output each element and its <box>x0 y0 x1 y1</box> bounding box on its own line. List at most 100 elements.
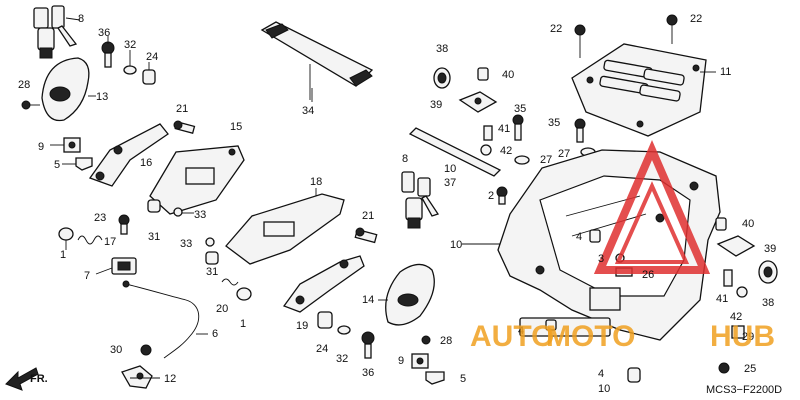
diagram-code: MCS3−F2200D <box>706 384 782 396</box>
latch-part-7 <box>95 257 137 275</box>
callout-5-right: 5 <box>460 373 466 385</box>
bracket-part-39-top <box>458 91 498 113</box>
screw-part-23 <box>118 214 130 235</box>
callout-33-upper: 33 <box>194 209 206 221</box>
screw-part-22-left <box>574 24 586 58</box>
callout-42-top: 42 <box>500 145 512 157</box>
callout-23: 23 <box>94 212 106 224</box>
callout-8-upper: 8 <box>78 13 84 25</box>
watermark-text-hub: HUB <box>710 320 775 353</box>
callout-42-right: 42 <box>730 311 742 323</box>
cable-part-6 <box>122 280 200 359</box>
callout-33-lower: 33 <box>180 238 192 250</box>
callout-10-lower: 10 <box>598 383 610 395</box>
callout-12: 12 <box>164 373 176 385</box>
nut-part-4-mid <box>589 229 601 243</box>
callout-21-lower: 21 <box>362 210 374 222</box>
washer-part-27-top <box>514 155 530 165</box>
screw-part-28-left <box>21 100 40 110</box>
callout-7: 7 <box>84 270 90 282</box>
plate-part-9-left <box>50 137 81 153</box>
collar-part-31-upper <box>147 199 161 213</box>
callout-39-top: 39 <box>430 99 442 111</box>
callout-3: 3 <box>598 253 604 265</box>
callout-2: 2 <box>488 190 494 202</box>
spring-part-17 <box>77 235 103 245</box>
callout-35-top: 35 <box>514 103 526 115</box>
screw-part-22-right <box>666 14 678 44</box>
bolt-part-35-mid <box>574 118 586 143</box>
cap-part-40-right <box>715 217 727 231</box>
bolt-part-41-top <box>483 125 493 141</box>
callout-20: 20 <box>216 303 228 315</box>
watermark-logo <box>593 139 711 274</box>
leader-lines <box>130 71 716 379</box>
callout-22-left: 22 <box>550 23 562 35</box>
bolt-part-41-right <box>723 269 733 287</box>
bolt-part-21-lower <box>354 227 378 244</box>
callout-4-lower: 4 <box>518 325 524 337</box>
watermark-text-auto: AUTO <box>470 320 554 353</box>
callout-31-lower: 31 <box>206 266 218 278</box>
callout-31-upper: 31 <box>148 231 160 243</box>
callout-24-lower: 24 <box>316 343 328 355</box>
strap-part-34 <box>260 21 374 100</box>
grommet-part-1-center <box>236 287 252 301</box>
cap-part-38-right <box>758 260 778 284</box>
collar-part-10-lower <box>627 367 641 383</box>
cap-part-38-top <box>433 67 451 89</box>
callout-16: 16 <box>140 157 152 169</box>
callout-1-center: 1 <box>240 318 246 330</box>
watermark-text-moto: MOTO <box>546 320 635 353</box>
callout-40-right: 40 <box>742 218 754 230</box>
callout-27-top: 27 <box>540 154 552 166</box>
callout-26: 26 <box>642 269 654 281</box>
front-arrow-icon <box>5 367 39 391</box>
callout-34: 34 <box>302 105 314 117</box>
hinge-part-19 <box>282 255 365 313</box>
hinge-part-16 <box>88 123 169 187</box>
callout-1-left: 1 <box>60 249 66 261</box>
callout-9-left: 9 <box>38 141 44 153</box>
callout-4-mid: 4 <box>576 231 582 243</box>
callout-27-mid: 27 <box>558 148 570 160</box>
callout-38-top: 38 <box>436 43 448 55</box>
callout-41-top: 41 <box>498 123 510 135</box>
callout-32-upper: 32 <box>124 39 136 51</box>
carrier-plate-part-11 <box>571 43 707 137</box>
collar-part-31-lower <box>205 251 219 265</box>
callout-37: 37 <box>444 177 456 189</box>
callout-35-mid: 35 <box>548 117 560 129</box>
callout-18: 18 <box>310 176 322 188</box>
callout-4-bottom: 4 <box>598 368 604 380</box>
key-cylinder-part-8 <box>33 5 81 59</box>
clip-part-5-left <box>62 157 93 171</box>
bolt-part-36-lower <box>361 331 375 359</box>
callout-labels: 8 36 32 24 28 13 9 5 16 21 15 33 31 23 1… <box>18 13 776 395</box>
callout-28-right: 28 <box>440 335 452 347</box>
nut-part-29 <box>731 325 745 339</box>
callout-22-right: 22 <box>690 13 702 25</box>
callout-5-left: 5 <box>54 159 60 171</box>
bolt-part-36-upper <box>101 36 115 68</box>
callout-19: 19 <box>296 320 308 332</box>
callout-28-left: 28 <box>18 79 30 91</box>
bolt-part-35-top <box>512 114 524 141</box>
callout-10-mid: 10 <box>450 239 462 251</box>
cover-part-13 <box>41 57 96 122</box>
callout-10-upper: 10 <box>444 163 456 175</box>
washer-part-32-upper <box>123 50 137 75</box>
plate-part-9-right <box>411 353 429 369</box>
grommet-part-1-left <box>58 227 74 250</box>
screw-part-28-right <box>421 335 431 345</box>
cap-part-40-top <box>477 67 489 81</box>
cover-part-14 <box>385 263 435 326</box>
nut-part-30 <box>140 344 152 356</box>
spring-part-20 <box>221 278 239 286</box>
clip-part-33-lower <box>205 237 215 247</box>
collar-part-42-top <box>480 144 492 156</box>
callout-41-right: 41 <box>716 293 728 305</box>
watermark-triangle-icon <box>593 139 711 274</box>
callout-36-upper: 36 <box>98 27 110 39</box>
